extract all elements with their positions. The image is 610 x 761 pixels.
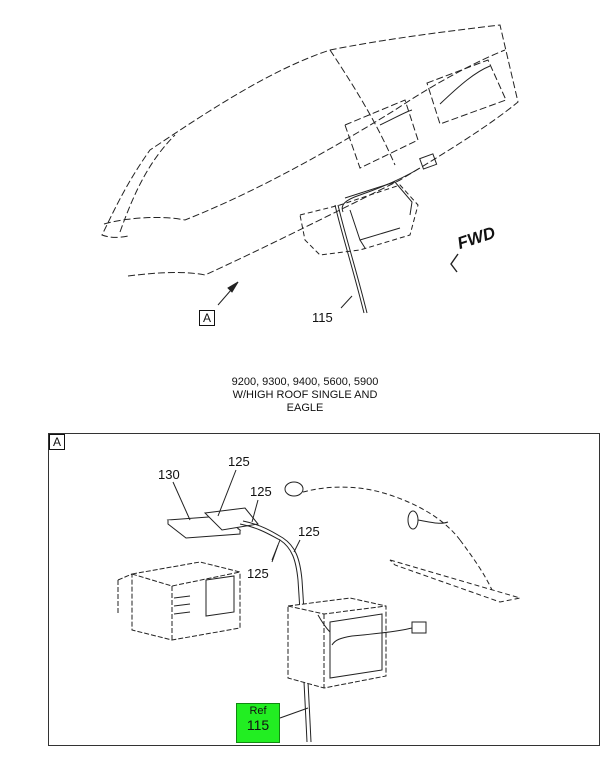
callout-125-mid: 125 [250,484,272,499]
ref-115-link[interactable]: Ref 115 [236,703,280,743]
detail-marker-a: A [199,310,215,326]
ref-label: Ref [249,705,267,717]
cable-115 [334,204,368,314]
callout-115: 115 [312,310,333,325]
diagram-caption: 9200, 9300, 9400, 5600, 5900 W/HIGH ROOF… [190,376,420,415]
right-console-details [317,613,427,679]
left-console-vents [173,575,235,617]
cab-roof-outline [101,24,519,277]
leader-lines [217,281,353,309]
detail-view-frame [48,433,600,746]
antenna-routing [284,481,521,603]
roof-console [299,153,438,256]
callout-125-top: 125 [228,454,250,469]
callout-130: 130 [158,467,180,482]
caption-line1: 9200, 9300, 9400, 5600, 5900 [231,376,379,388]
callout-125-bottom: 125 [247,566,269,581]
right-console-box [287,597,387,689]
clip-125 [203,507,259,531]
ref-part-number: 115 [246,717,270,733]
caption-line2: W/HIGH ROOF SINGLE AND [232,389,378,401]
caption-line3: EAGLE [286,402,324,414]
callout-125-right: 125 [298,524,320,539]
window-details [379,65,491,126]
detail-leaders [172,469,309,719]
fwd-arrow [450,253,459,273]
left-console-box [117,561,241,641]
detail-frame-label: A [49,434,65,450]
